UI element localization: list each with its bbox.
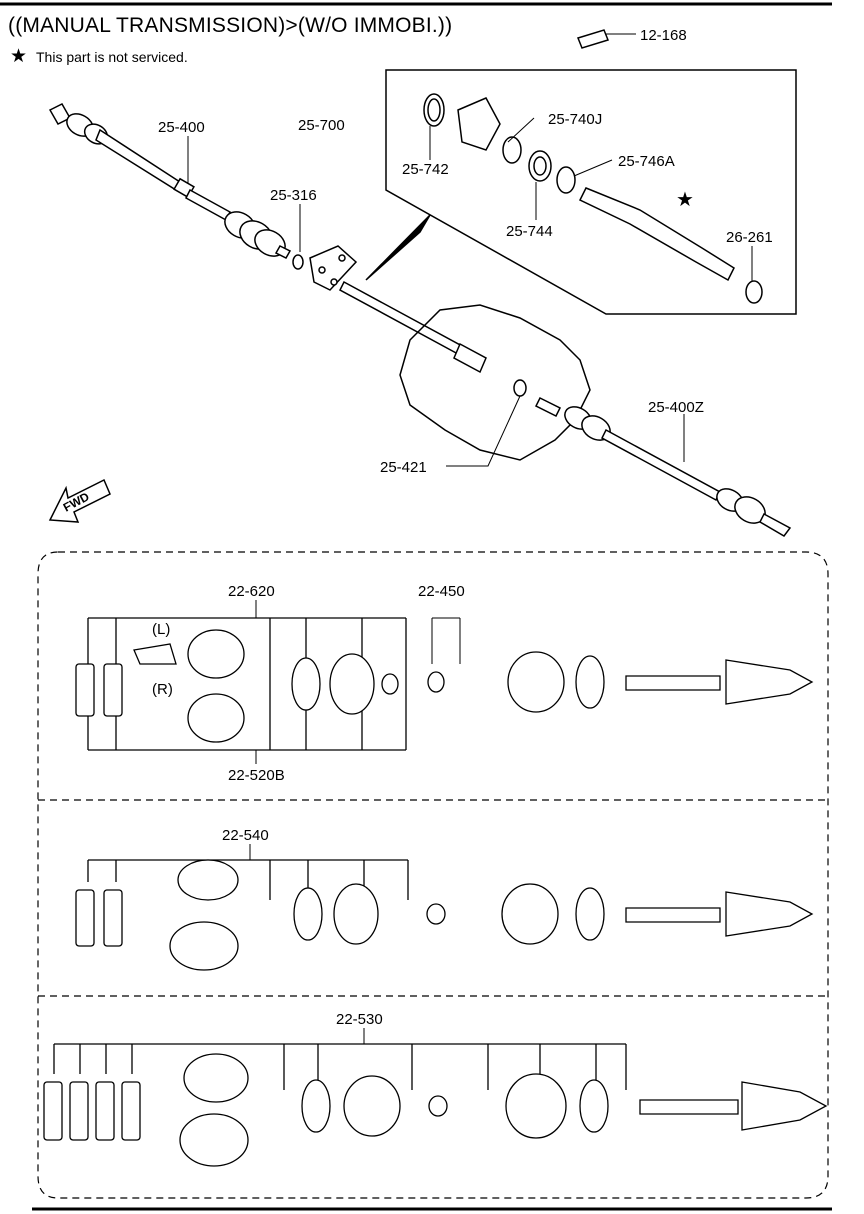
right-side-label: (R) — [152, 681, 173, 698]
diff-clip — [513, 379, 527, 397]
panel-1-bottom-label: 22-520B — [228, 767, 285, 784]
star-marker-icon: ★ — [676, 189, 694, 211]
callout-25-740j: 25-740J — [548, 111, 602, 128]
callout-12-168: 12-168 — [640, 27, 687, 44]
panel-3-top-label: 22-530 — [336, 1011, 383, 1028]
kit-ring — [502, 136, 522, 164]
snap-ring — [745, 280, 763, 304]
bolt — [577, 29, 609, 49]
fwd-arrow-icon — [48, 478, 111, 523]
ring-a — [556, 166, 576, 194]
inset-shaft — [578, 187, 735, 282]
callout-25-700: 25-700 — [298, 117, 345, 134]
not-serviced-note: This part is not serviced. — [36, 49, 188, 65]
callout-25-400: 25-400 — [158, 119, 205, 136]
callout-25-316: 25-316 — [270, 187, 317, 204]
clip-ring — [292, 254, 304, 270]
bracket — [457, 97, 501, 151]
joint-shaft — [309, 245, 487, 374]
panel-2-parts — [75, 859, 814, 971]
panel-2-top-label: 22-540 — [222, 827, 269, 844]
panel-1-top-label: 22-620 — [228, 583, 275, 600]
panel-1-kit-label: 22-450 — [418, 583, 465, 600]
left-side-label: (L) — [152, 621, 170, 638]
callout-25-746a: 25-746A — [618, 153, 675, 170]
page-title: ((MANUAL TRANSMISSION)>(W/O IMMOBI.)) — [8, 14, 453, 37]
left-drive-shaft — [48, 103, 292, 259]
joint-shaft-inset-box — [385, 69, 797, 315]
star-icon: ★ — [10, 46, 28, 67]
panel-1-parts — [75, 617, 814, 751]
panel-3-parts — [43, 1043, 828, 1167]
callout-25-400z: 25-400Z — [648, 399, 704, 416]
callout-25-744: 25-744 — [506, 223, 553, 240]
callout-25-742: 25-742 — [402, 161, 449, 178]
right-drive-shaft — [534, 396, 792, 537]
detail-panels-frame — [37, 551, 829, 1199]
callout-26-261: 26-261 — [726, 229, 773, 246]
callout-25-421: 25-421 — [380, 459, 427, 476]
